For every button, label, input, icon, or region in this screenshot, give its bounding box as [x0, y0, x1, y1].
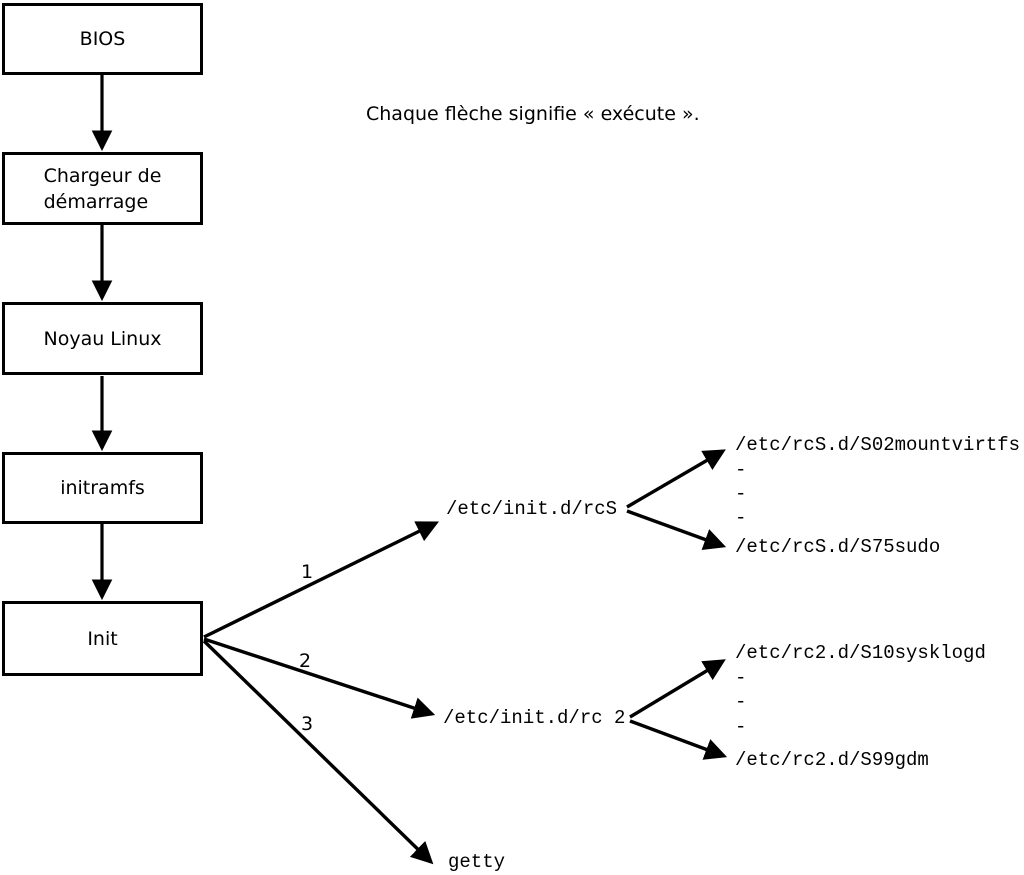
target-getty: getty — [448, 851, 506, 873]
script-s02mountvirtfs: /etc/rcS.d/S02mountvirtfs — [735, 434, 1021, 456]
arrow-init-to-getty — [202, 639, 434, 865]
arrow-rcs-to-s02mountvirtfs — [626, 449, 726, 509]
branch-1-number: 1 — [300, 561, 314, 583]
arrow-init-to-rcs — [203, 521, 439, 639]
arrow-rcs-to-s75sudo — [626, 509, 727, 550]
node-init: Init — [2, 601, 203, 676]
arrow-init-to-rc2 — [203, 637, 436, 719]
script-ellipsis-dash: - — [735, 483, 747, 505]
arrow-rc2-to-s99gdm — [629, 719, 728, 760]
branch-2-number: 2 — [298, 650, 312, 672]
script-ellipsis-dash: - — [735, 459, 747, 481]
script-s99gdm: /etc/rc2.d/S99gdm — [735, 749, 929, 771]
target-rc2: /etc/init.d/rc 2 — [443, 707, 626, 729]
script-ellipsis-dash: - — [735, 667, 747, 689]
node-bootloader: Chargeur de démarrage — [2, 152, 203, 225]
arrow-rc2-to-s10sysklogd — [629, 659, 726, 719]
node-initramfs-label: initramfs — [60, 477, 145, 499]
script-ellipsis-dash: - — [735, 691, 747, 713]
node-kernel: Noyau Linux — [2, 302, 203, 375]
branch-3-number: 3 — [300, 713, 314, 735]
node-initramfs: initramfs — [2, 452, 203, 524]
legend-text: Chaque flèche signifie « exécute ». — [366, 103, 700, 125]
node-bios: BIOS — [2, 3, 203, 75]
script-s10sysklogd: /etc/rc2.d/S10sysklogd — [735, 642, 986, 664]
node-init-label: Init — [87, 627, 118, 650]
node-bootloader-label: Chargeur de démarrage — [43, 164, 162, 213]
node-kernel-label: Noyau Linux — [43, 327, 162, 350]
script-s75sudo: /etc/rcS.d/S75sudo — [735, 536, 941, 558]
node-bios-label: BIOS — [79, 28, 126, 50]
script-ellipsis-dash: - — [735, 507, 747, 529]
target-rcs: /etc/init.d/rcS — [446, 498, 618, 520]
script-ellipsis-dash: - — [735, 716, 747, 738]
